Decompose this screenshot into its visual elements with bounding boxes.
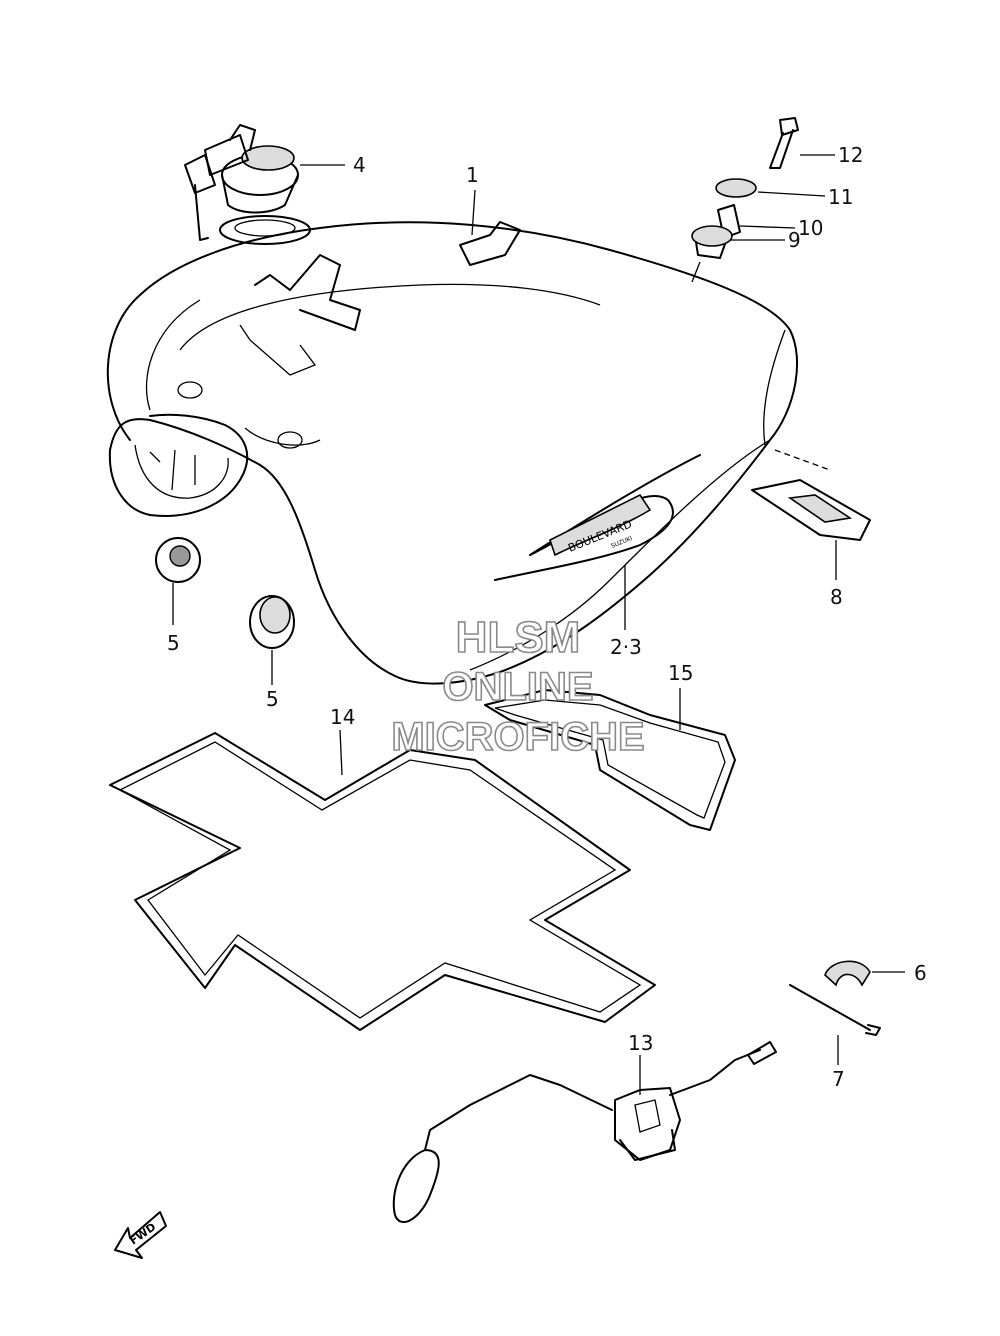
- fuel-tank: [106, 215, 799, 685]
- callout-14: 14: [330, 705, 355, 729]
- clamp: [824, 960, 871, 987]
- callout-15: 15: [668, 661, 693, 685]
- callout-1: 1: [466, 163, 479, 187]
- callout-13: 13: [628, 1031, 653, 1055]
- cushion: [691, 225, 733, 259]
- cable-tie: [789, 984, 881, 1036]
- plug-cap: [249, 595, 295, 649]
- tank-seal-15: [484, 689, 736, 831]
- callout-12: 12: [838, 143, 863, 167]
- callout-11: 11: [828, 185, 853, 209]
- callout-4: 4: [353, 153, 366, 177]
- washer: [715, 178, 757, 198]
- callout-9: 9: [788, 228, 801, 252]
- callout-6: 6: [914, 961, 927, 985]
- forward-arrow-icon: FWD: [114, 1211, 167, 1259]
- tank-emblem: BOULEVARD SUZUKI: [494, 454, 701, 581]
- tank-seal-14: [109, 732, 656, 1031]
- fuel-level-gauge: [392, 1041, 777, 1224]
- watermark-line2: ONLINE: [442, 665, 593, 709]
- mounting-bolt: [769, 117, 799, 169]
- callout-2-3: 2·3: [610, 635, 642, 659]
- watermark-line3: MICROFICHE: [391, 715, 644, 759]
- tank-pad: [751, 449, 871, 541]
- watermark-line1: HLSM: [456, 613, 581, 662]
- grommet-left: [155, 537, 201, 583]
- callout-5a: 5: [167, 631, 180, 655]
- callout-10: 10: [798, 216, 823, 240]
- watermark: HLSM ONLINE MICROFICHE: [391, 612, 646, 760]
- leader-lines: [172, 154, 905, 1095]
- fuel-cap-with-keys: [184, 124, 299, 241]
- callout-7: 7: [832, 1067, 845, 1091]
- callout-8: 8: [830, 585, 843, 609]
- callout-5b: 5: [266, 687, 279, 711]
- callout-labels: 1 4 12 11 10 9 8 2·3 5 5 14 15 6 7 13: [167, 143, 927, 1091]
